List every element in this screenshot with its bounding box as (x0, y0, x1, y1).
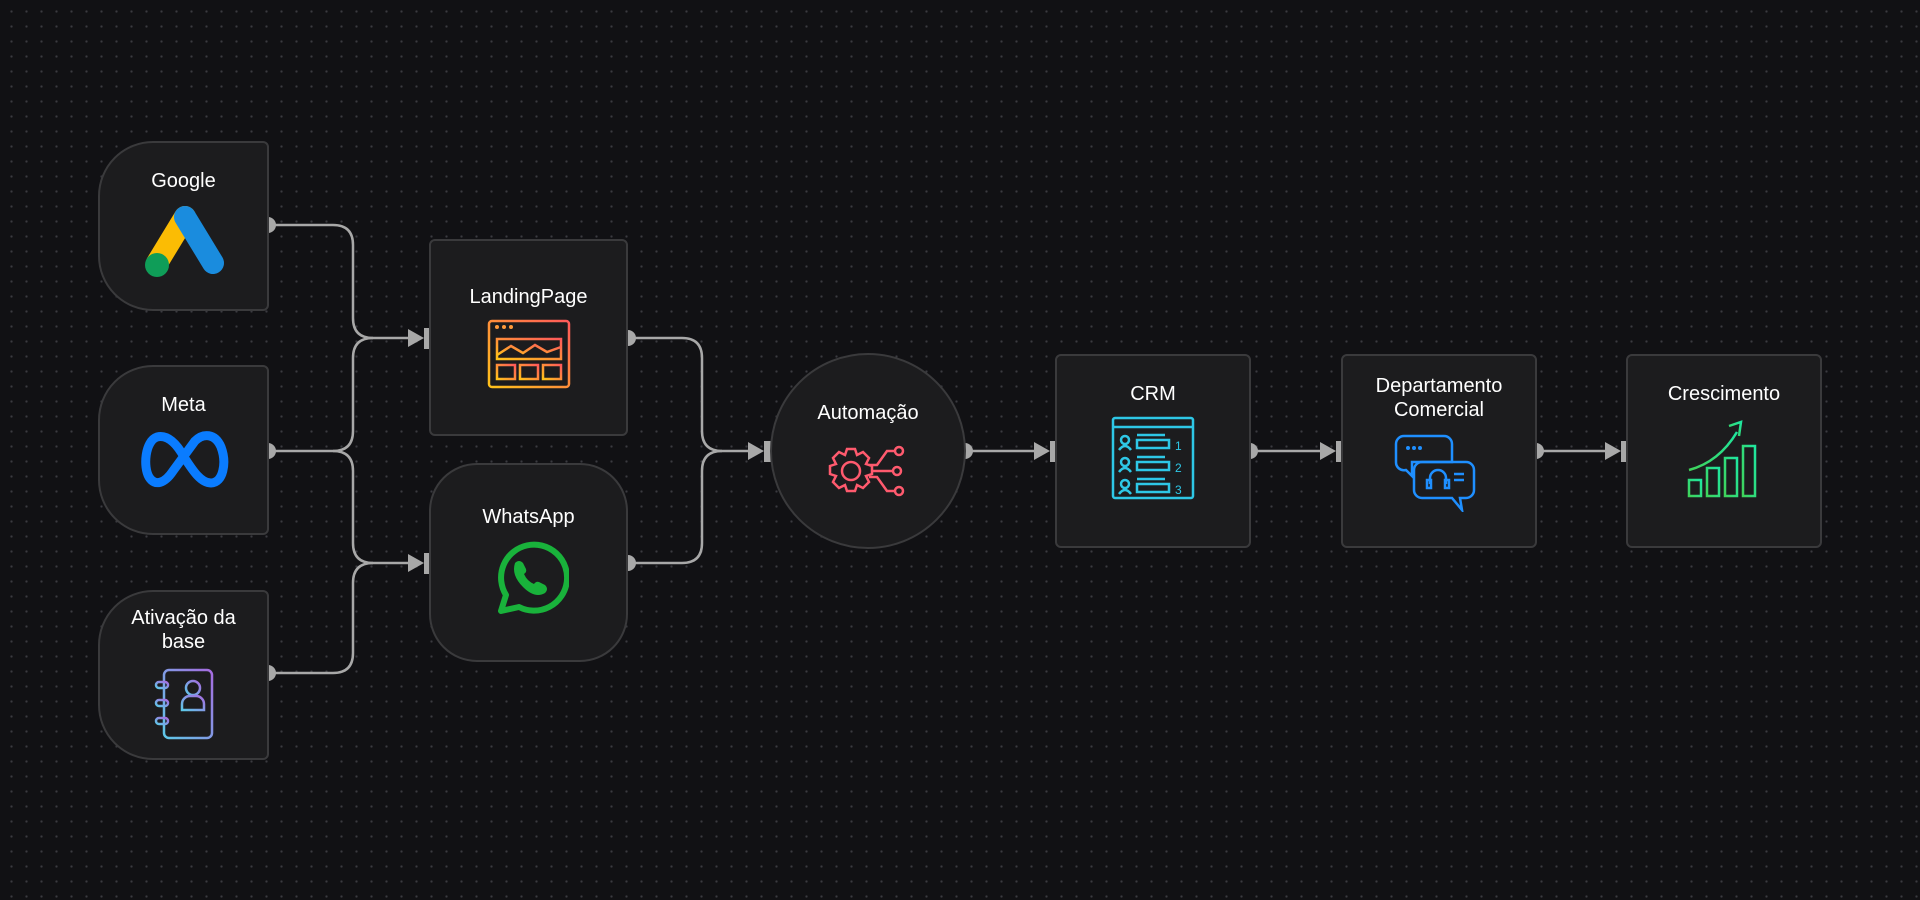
google-ads-icon (144, 206, 224, 277)
edge-meta-landing (268, 336, 374, 453)
node-label: Google (151, 170, 216, 192)
node-meta[interactable]: Meta (98, 365, 269, 535)
edge-google-landing (268, 223, 418, 340)
svg-text:3: 3 (1175, 483, 1182, 497)
node-whatsapp[interactable]: WhatsApp (429, 463, 628, 662)
gear-network-icon (828, 445, 905, 497)
svg-text:2: 2 (1175, 461, 1182, 475)
node-automacao[interactable]: Automação (770, 353, 966, 549)
edge-whatsapp-automacao (628, 449, 723, 565)
contact-book-icon (154, 668, 213, 740)
edge-meta-whatsapp (332, 449, 418, 565)
node-crm[interactable]: CRM 1 2 3 (1055, 354, 1251, 548)
node-label: Automação (817, 402, 919, 424)
node-label: Meta (161, 394, 206, 416)
node-google[interactable]: Google (98, 141, 269, 311)
edge-ativacao-whatsapp (268, 561, 374, 675)
crm-list-icon: 1 2 3 (1111, 416, 1195, 500)
webpage-icon (487, 319, 570, 389)
support-chat-icon (1394, 434, 1476, 512)
edge-landing-automacao (628, 336, 758, 453)
meta-icon (140, 431, 228, 488)
node-label: WhatsApp (482, 506, 575, 528)
whatsapp-icon (497, 541, 569, 614)
node-label: LandingPage (469, 286, 588, 308)
node-departamento-comercial[interactable]: Departamento Comercial (1341, 354, 1537, 548)
growth-chart-icon (1683, 420, 1765, 498)
svg-text:1: 1 (1175, 439, 1182, 453)
node-landingpage[interactable]: LandingPage (429, 239, 628, 436)
node-label: CRM (1130, 383, 1176, 405)
node-label: Ativação da base (131, 607, 236, 653)
node-label: Crescimento (1667, 383, 1781, 405)
node-label: Departamento Comercial (1375, 375, 1503, 421)
node-crescimento[interactable]: Crescimento (1626, 354, 1822, 548)
node-ativacao-da-base[interactable]: Ativação da base (98, 590, 269, 760)
